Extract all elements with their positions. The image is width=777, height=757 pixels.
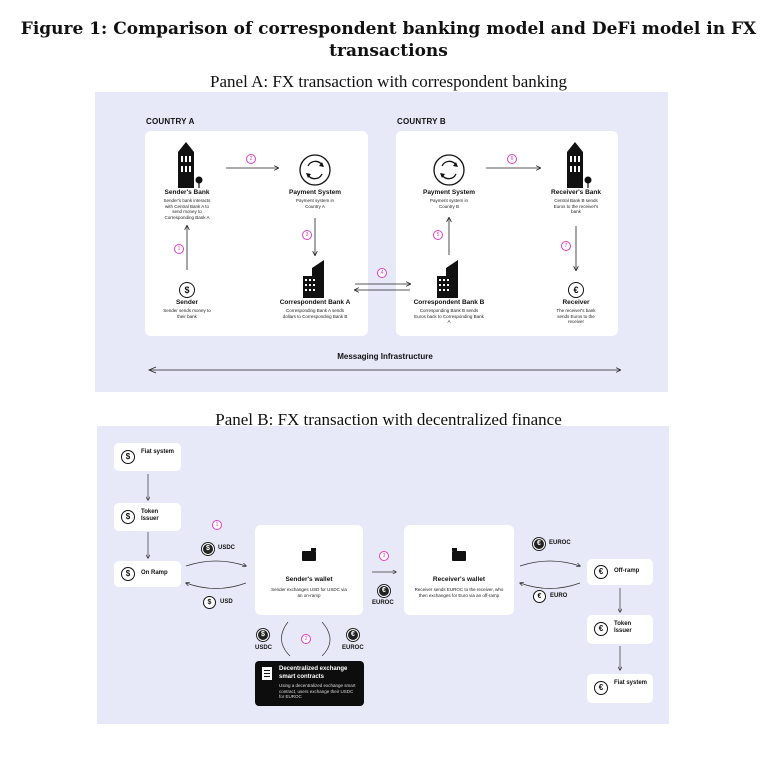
receiver-desc: The receiver's bank sends Euros to the r… bbox=[556, 308, 596, 324]
fiat-system-label: Fiat system bbox=[141, 449, 175, 455]
step-marker: 1 bbox=[174, 244, 184, 254]
off-ramp-label: Off-ramp bbox=[614, 568, 640, 574]
senders-bank-label: Sender's Bank bbox=[164, 189, 210, 196]
fiat-system-left: $ Fiat system bbox=[114, 443, 181, 471]
figure-title-line2: transactions bbox=[329, 41, 448, 61]
correspondent-bank-b-label: Correspondent Bank B bbox=[413, 299, 485, 306]
office-building-icon bbox=[437, 260, 458, 298]
euro-icon: € bbox=[594, 681, 608, 695]
panel-b-title: Panel B: FX transaction with decentraliz… bbox=[215, 410, 562, 429]
receivers-bank-label: Receiver's Bank bbox=[551, 189, 601, 196]
usdc-coin-icon: $ bbox=[202, 543, 214, 555]
wallet-icon bbox=[302, 548, 316, 561]
panel-a-title: Panel A: FX transaction with corresponde… bbox=[210, 72, 567, 91]
messaging-infrastructure-label: Messaging Infrastructure bbox=[337, 352, 433, 361]
step-marker: 3 bbox=[302, 230, 312, 240]
payment-system-b-label: Payment System bbox=[422, 189, 476, 196]
bank-building-icon bbox=[567, 142, 592, 188]
figure-title-line1: Figure 1: Comparison of correspondent ba… bbox=[20, 19, 757, 39]
senders-wallet-card: Sender's wallet Sender exchanges USD for… bbox=[255, 525, 363, 615]
usdc-label: USDC bbox=[218, 545, 236, 551]
bank-building-icon bbox=[178, 142, 203, 188]
step-marker: 2 bbox=[301, 634, 311, 644]
figure-title: Figure 1: Comparison of correspondent ba… bbox=[0, 18, 777, 62]
senders-wallet-desc: Sender exchanges USD for USDC via an on-… bbox=[271, 587, 347, 598]
step-marker: 6 bbox=[507, 154, 517, 164]
euroc-coin-icon: € bbox=[347, 629, 359, 641]
sender-desc: Sender sends money to their bank bbox=[163, 308, 211, 319]
payment-system-icon bbox=[299, 154, 331, 186]
euroc-coin-icon: € bbox=[378, 585, 390, 597]
dollar-icon: $ bbox=[121, 510, 135, 524]
token-issuer-label: Token Issuer bbox=[141, 509, 159, 522]
payment-system-a-desc: Payment system in Country A bbox=[295, 198, 334, 209]
receivers-wallet-card: Receiver's wallet Receiver sends EUROC t… bbox=[404, 525, 514, 615]
country-b-label: COUNTRY B bbox=[397, 117, 446, 126]
office-building-icon bbox=[303, 260, 324, 298]
euro-icon: € bbox=[568, 282, 584, 298]
euro-icon: € bbox=[594, 565, 608, 579]
token-issuer-left: $ Token Issuer bbox=[114, 503, 181, 531]
receivers-wallet-label: Receiver's wallet bbox=[432, 576, 486, 583]
euro-label: EURO bbox=[550, 593, 568, 599]
receivers-wallet-desc: Receiver sends EUROC to the receiver, wh… bbox=[414, 587, 504, 598]
usdc-label: USDC bbox=[255, 645, 273, 651]
off-ramp: € Off-ramp bbox=[587, 559, 653, 585]
euro-coin-icon: € bbox=[533, 590, 546, 603]
panel-b bbox=[97, 426, 669, 724]
euroc-label: EUROC bbox=[372, 600, 394, 606]
dollar-icon: $ bbox=[179, 282, 195, 298]
sender-label: Sender bbox=[175, 299, 199, 306]
correspondent-bank-b-desc: Corresponding Bank B sends Euros back to… bbox=[414, 308, 484, 324]
token-issuer-label: Token Issuer bbox=[614, 621, 632, 634]
usdc-coin-icon: $ bbox=[257, 629, 269, 641]
euroc-coin-icon: € bbox=[533, 538, 545, 550]
payment-system-a-label: Payment System bbox=[288, 189, 342, 196]
dollar-icon: $ bbox=[121, 450, 135, 464]
step-marker: 2 bbox=[246, 154, 256, 164]
country-a-label: COUNTRY A bbox=[146, 117, 195, 126]
euroc-label: EUROC bbox=[549, 540, 571, 546]
dollar-icon: $ bbox=[121, 567, 135, 581]
usd-label: USD bbox=[220, 599, 233, 605]
dex-smart-contracts-card: Decentralized exchange smart contracts U… bbox=[255, 661, 364, 706]
payment-system-icon bbox=[433, 154, 465, 186]
dex-desc: Using a decentralized exchange smart con… bbox=[279, 683, 356, 699]
step-marker: 7 bbox=[561, 241, 571, 251]
on-ramp: $ On Ramp bbox=[114, 561, 181, 587]
step-marker: 1 bbox=[212, 520, 222, 530]
fiat-system-right: € Fiat system bbox=[587, 674, 653, 703]
receiver-label: Receiver bbox=[562, 299, 590, 306]
correspondent-bank-a-label: Correspondent Bank A bbox=[279, 299, 351, 306]
senders-bank-desc: Sender's bank interacts with Central Ban… bbox=[163, 198, 211, 220]
document-icon bbox=[262, 667, 272, 680]
on-ramp-label: On Ramp bbox=[141, 570, 168, 576]
senders-wallet-label: Sender's wallet bbox=[285, 576, 333, 583]
correspondent-bank-a-desc: Corresponding Bank A sends dollars to Co… bbox=[282, 308, 348, 319]
euroc-label: EUROC bbox=[342, 645, 364, 651]
wallet-icon bbox=[452, 548, 466, 561]
usd-coin-icon: $ bbox=[203, 596, 216, 609]
payment-system-b-desc: Payment system in Country B bbox=[429, 198, 468, 209]
step-marker: 5 bbox=[433, 230, 443, 240]
step-marker: 4 bbox=[377, 268, 387, 278]
token-issuer-right: € Token Issuer bbox=[587, 615, 653, 644]
step-marker: 3 bbox=[379, 551, 389, 561]
receivers-bank-desc: Central Bank B sends Euros to the receiv… bbox=[553, 198, 599, 214]
fiat-system-label: Fiat system bbox=[614, 680, 648, 686]
euro-icon: € bbox=[594, 622, 608, 636]
dex-title: Decentralized exchange smart contracts bbox=[279, 666, 348, 680]
